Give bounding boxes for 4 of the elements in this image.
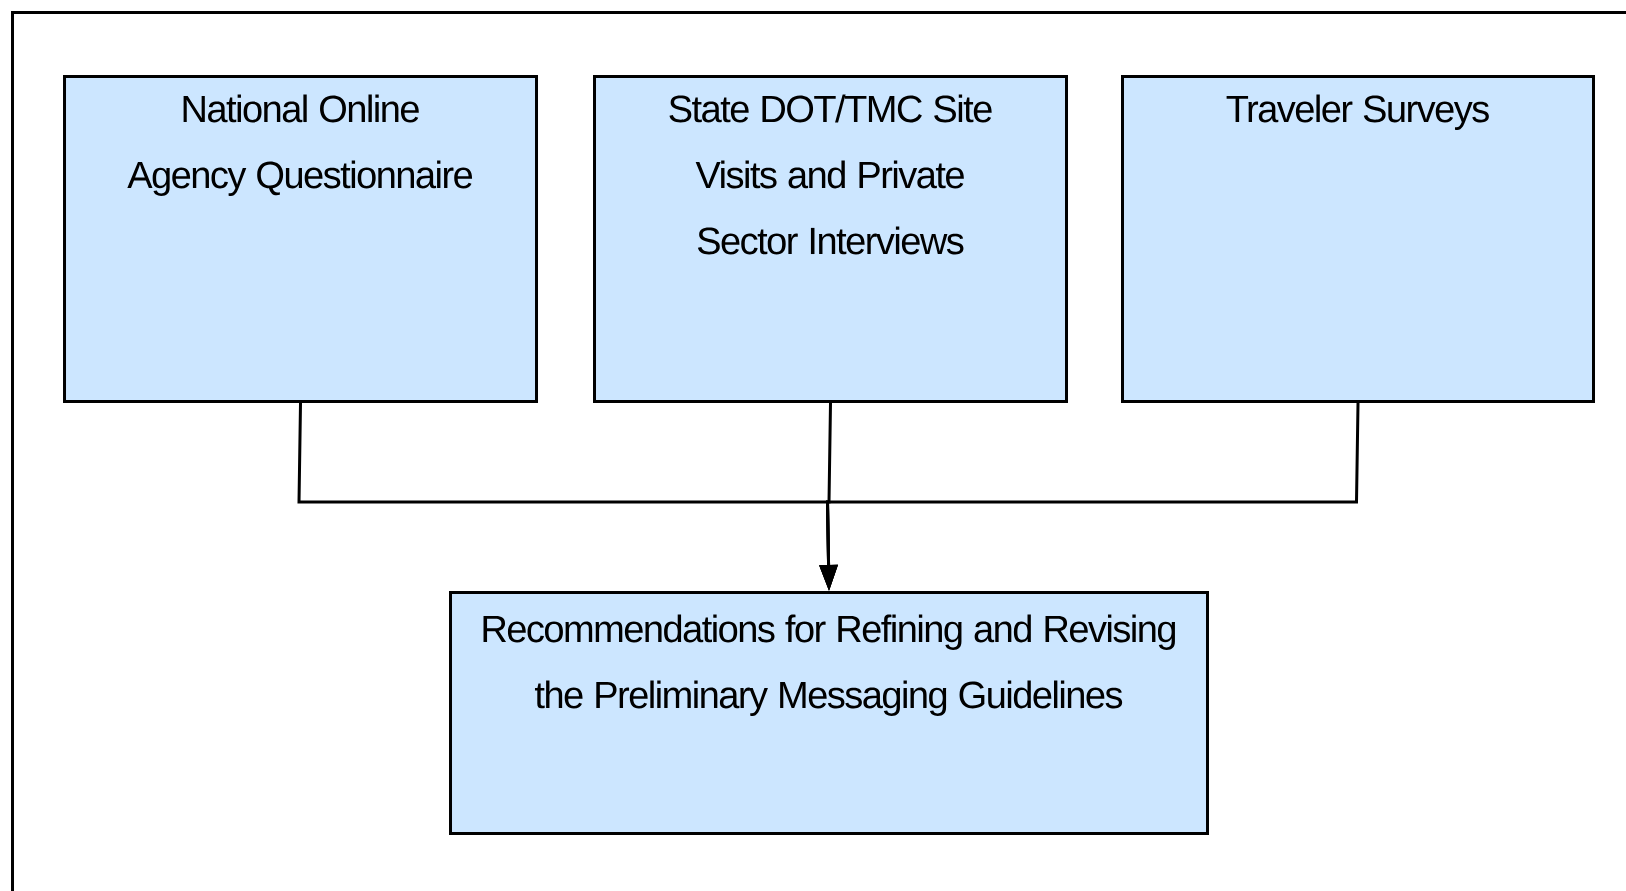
process-box: National Online Agency Questionnaire: [63, 75, 538, 403]
process-box: Traveler Surveys: [1121, 75, 1595, 403]
process-box: Recommendations for Refining and Revising the Preliminary Messaging Guidelines: [449, 591, 1209, 835]
process-box: State DOT/TMC Site Visits and Private Sector Interviews: [593, 75, 1068, 403]
